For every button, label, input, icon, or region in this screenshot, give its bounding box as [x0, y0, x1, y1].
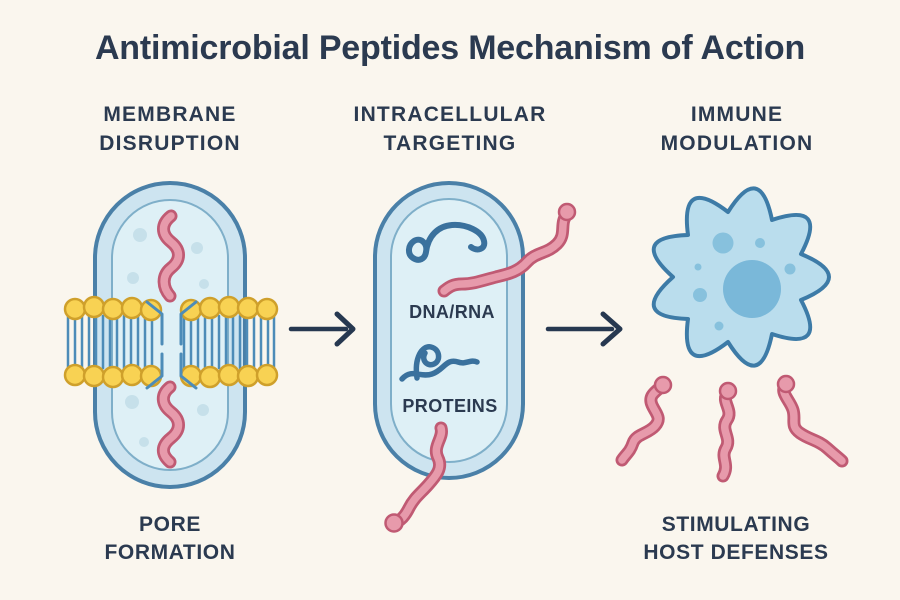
panel1-caption-line2: FORMATION: [105, 541, 236, 564]
dna-molecule: [406, 221, 488, 263]
peptide-exiting-cell: [384, 421, 448, 533]
lipid-heads: [63, 295, 279, 389]
lipid-tails: [66, 314, 276, 370]
panel1-heading-line2: DISRUPTION: [99, 132, 241, 155]
released-peptide-middle: [716, 381, 738, 483]
cytoplasm-dots: [125, 228, 209, 447]
panel3-heading-line1: IMMUNE: [691, 103, 783, 126]
panel1-heading-line1: MEMBRANE: [103, 103, 236, 126]
panel-immune-modulation: IMMUNE MODULATION: [615, 103, 849, 564]
dna-rna-label: DNA/RNA: [409, 302, 495, 322]
immune-cell-nucleus: [723, 260, 781, 318]
bacterium-cell-1: [93, 181, 247, 489]
panel-intracellular-targeting: INTRACELLULAR TARGETING DNA/RNA PROTEINS: [354, 103, 577, 533]
peptide-through-pore-bottom: [156, 380, 185, 469]
released-peptide-left: [615, 375, 673, 467]
lipid-bilayer: [63, 295, 279, 390]
page-title: Antimicrobial Peptides Mechanism of Acti…: [95, 29, 805, 67]
protein-molecules: [399, 344, 480, 382]
peptide-through-pore-top: [157, 209, 185, 303]
flow-arrow-2-icon: [545, 311, 623, 347]
panel1-caption-line1: PORE: [139, 513, 201, 536]
bacterium-cell-2: [373, 181, 525, 480]
panel3-caption-line1: STIMULATING: [662, 513, 811, 536]
panel3-heading-line2: MODULATION: [661, 132, 814, 155]
proteins-label: PROTEINS: [402, 396, 497, 416]
panel3-caption-line2: HOST DEFENSES: [643, 541, 828, 564]
peptide-entering-cell: [437, 202, 577, 298]
panel2-heading-line1: INTRACELLULAR: [354, 103, 547, 126]
panel2-heading-line2: TARGETING: [384, 132, 517, 155]
panel-membrane-disruption: MEMBRANE DISRUPTION: [63, 103, 279, 564]
flow-arrow-1-icon: [288, 311, 356, 347]
released-peptide-right: [776, 374, 849, 468]
immune-cell: [651, 186, 831, 368]
pore-walls: [145, 300, 198, 390]
immune-cell-granules: [693, 232, 796, 331]
